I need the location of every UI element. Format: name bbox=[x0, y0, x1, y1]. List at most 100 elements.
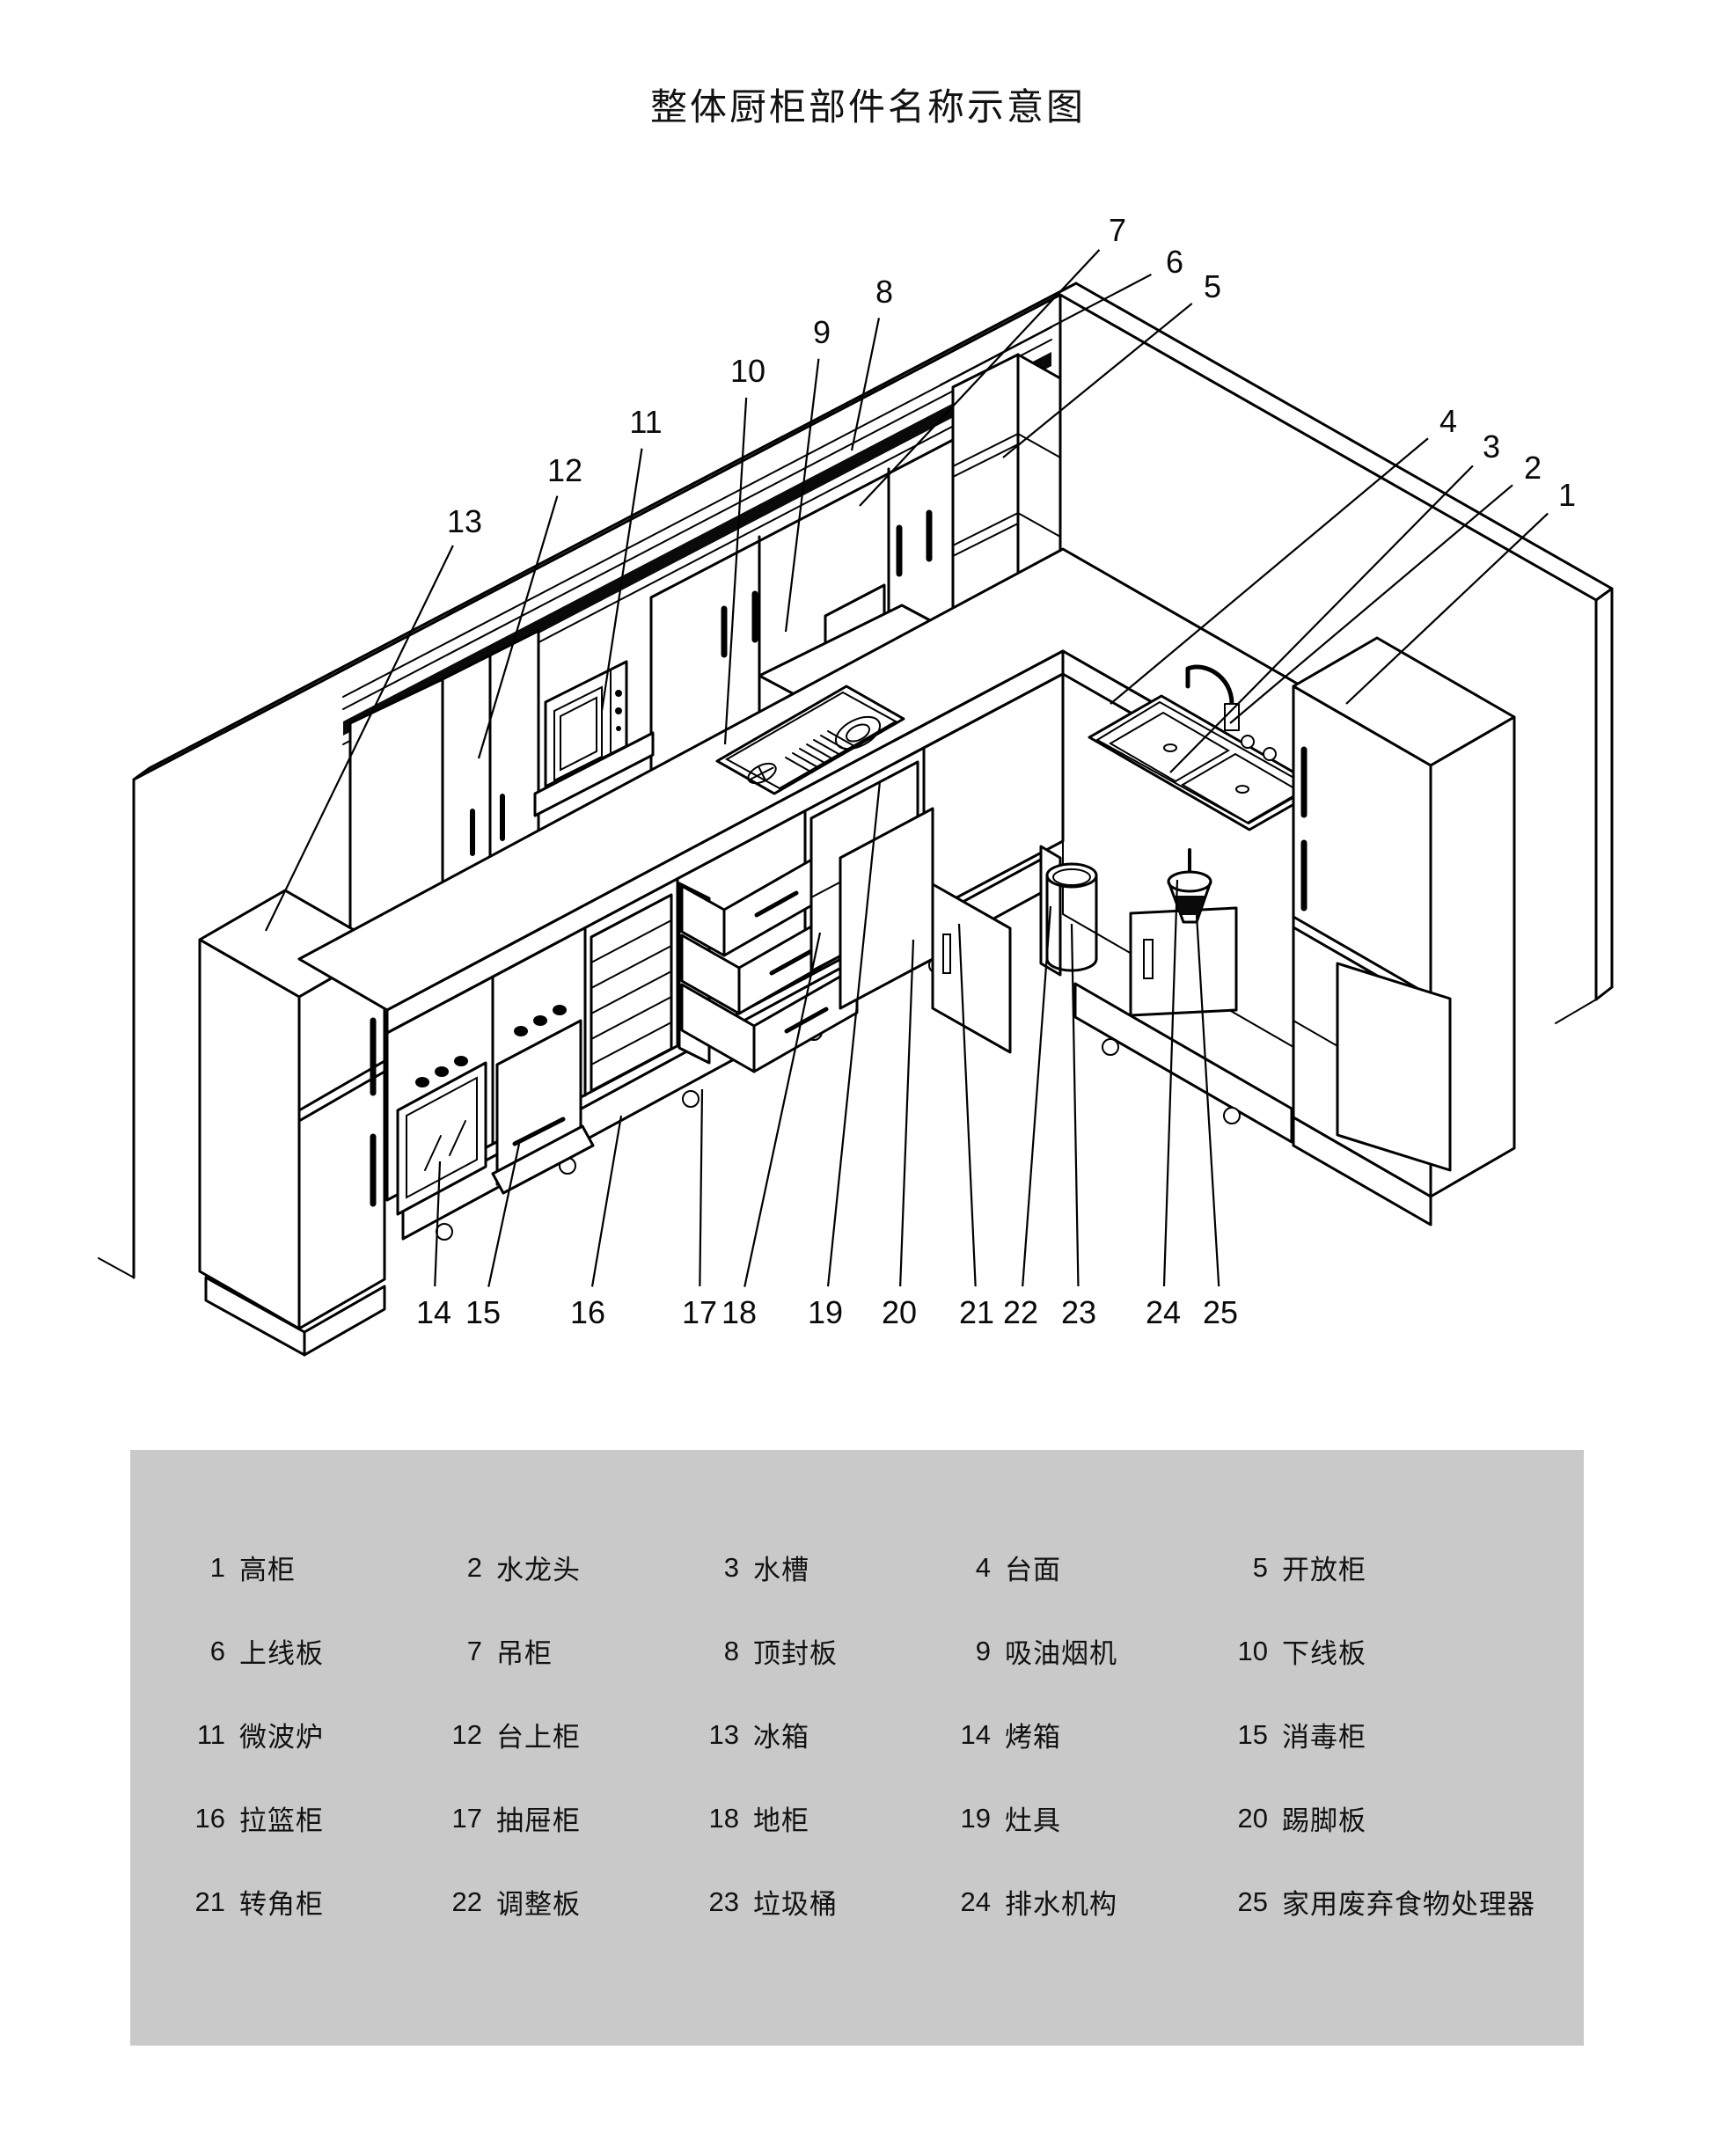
callout-leader-11 bbox=[600, 448, 643, 712]
legend-item-number: 5 bbox=[1252, 1551, 1268, 1583]
legend-item-number: 22 bbox=[451, 1885, 482, 1917]
callout-label-13: 13 bbox=[447, 503, 482, 539]
legend-item-number: 1 bbox=[209, 1551, 225, 1583]
callout-leader-20 bbox=[899, 939, 915, 1287]
legend-item-name: 吊柜 bbox=[496, 1638, 553, 1669]
legend-item: 24 排水机构 bbox=[950, 1860, 1227, 1944]
callout-leader-24 bbox=[1162, 879, 1179, 1287]
callout-leader-23 bbox=[1070, 923, 1080, 1287]
legend-item-number: 13 bbox=[708, 1718, 739, 1750]
callout-label-11: 11 bbox=[629, 404, 662, 440]
callout-leader-18 bbox=[743, 932, 822, 1287]
legend-item-name: 水槽 bbox=[753, 1555, 809, 1585]
callout-label-23: 23 bbox=[1061, 1294, 1096, 1330]
callout-label-6: 6 bbox=[1166, 244, 1183, 280]
callout-leader-25 bbox=[1195, 914, 1220, 1287]
legend-item-number: 7 bbox=[466, 1635, 482, 1666]
legend-item: 21 转角柜 bbox=[185, 1860, 442, 1944]
legend-item: 25 家用废弃食物处理器 bbox=[1227, 1860, 1584, 1944]
callout-leader-9 bbox=[784, 358, 820, 633]
callout-leader-15 bbox=[487, 1143, 521, 1287]
callout-label-20: 20 bbox=[882, 1294, 917, 1330]
callout-leader-19 bbox=[826, 780, 882, 1287]
page-title: 整体厨柜部件名称示意图 bbox=[649, 86, 1086, 128]
legend-item: 7 吊柜 bbox=[442, 1609, 699, 1693]
callout-label-17: 17 bbox=[682, 1294, 717, 1330]
callout-leader-2 bbox=[1229, 484, 1513, 724]
callout-label-15: 15 bbox=[465, 1294, 501, 1330]
legend-item-name: 微波炉 bbox=[239, 1722, 324, 1753]
legend-item-number: 20 bbox=[1237, 1802, 1268, 1834]
legend-item-number: 2 bbox=[466, 1551, 482, 1583]
callout-label-10: 10 bbox=[730, 353, 765, 389]
callout-leader-10 bbox=[723, 397, 748, 745]
callout-leader-21 bbox=[957, 923, 977, 1287]
legend-item: 15 消毒柜 bbox=[1227, 1693, 1584, 1776]
legend-item-number: 4 bbox=[975, 1551, 991, 1583]
legend-item-name: 调整板 bbox=[496, 1889, 581, 1920]
gas-hob bbox=[715, 685, 905, 795]
callout-label-21: 21 bbox=[959, 1294, 994, 1330]
legend-item-name: 排水机构 bbox=[1005, 1889, 1117, 1920]
legend-item-number: 11 bbox=[196, 1718, 225, 1750]
callout-label-16: 16 bbox=[570, 1294, 605, 1330]
callout-label-18: 18 bbox=[722, 1294, 757, 1330]
legend-item: 23 垃圾桶 bbox=[699, 1860, 950, 1944]
legend-item-name: 开放柜 bbox=[1282, 1555, 1366, 1585]
legend-item-name: 冰箱 bbox=[753, 1722, 809, 1753]
legend-item-name: 踢脚板 bbox=[1282, 1805, 1366, 1836]
legend-item: 13 冰箱 bbox=[699, 1693, 950, 1776]
legend-item-number: 24 bbox=[960, 1885, 991, 1917]
legend-item-name: 烤箱 bbox=[1005, 1722, 1061, 1753]
legend-item-name: 顶封板 bbox=[753, 1638, 838, 1669]
legend-item-number: 18 bbox=[708, 1802, 739, 1834]
legend-item-name: 消毒柜 bbox=[1282, 1722, 1366, 1753]
legend-item-number: 17 bbox=[451, 1802, 482, 1834]
sterilizer bbox=[491, 1005, 595, 1195]
legend-item-number: 15 bbox=[1237, 1718, 1268, 1750]
legend-item: 10 下线板 bbox=[1227, 1609, 1584, 1693]
legend-item-number: 16 bbox=[194, 1802, 225, 1834]
legend-item-name: 下线板 bbox=[1282, 1638, 1366, 1669]
legend-item: 1 高柜 bbox=[185, 1526, 442, 1609]
callout-leader-7 bbox=[859, 249, 1101, 507]
legend-item-name: 转角柜 bbox=[239, 1889, 324, 1920]
callout-leader-8 bbox=[850, 318, 881, 451]
legend-item-number: 19 bbox=[960, 1802, 991, 1834]
callout-label-14: 14 bbox=[416, 1294, 451, 1330]
callout-label-3: 3 bbox=[1483, 428, 1500, 465]
legend-item: 22 调整板 bbox=[442, 1860, 699, 1944]
callout-label-9: 9 bbox=[813, 314, 831, 350]
callout-leader-17 bbox=[699, 1088, 704, 1287]
kitchen-diagram: 1234567891011121314151617181920212223242… bbox=[98, 212, 1614, 1357]
callout-label-25: 25 bbox=[1203, 1294, 1238, 1330]
callout-label-24: 24 bbox=[1146, 1294, 1181, 1330]
legend-item-number: 10 bbox=[1237, 1635, 1268, 1666]
callout-label-22: 22 bbox=[1003, 1294, 1038, 1330]
base-cabinet-door bbox=[809, 760, 934, 1010]
legend-item-name: 拉篮柜 bbox=[239, 1805, 324, 1836]
legend-item: 11 微波炉 bbox=[185, 1693, 442, 1776]
legend-item-name: 垃圾桶 bbox=[753, 1889, 838, 1920]
legend-item-name: 上线板 bbox=[239, 1638, 324, 1669]
tall-cabinet bbox=[1292, 636, 1516, 1226]
legend-item-number: 25 bbox=[1237, 1885, 1268, 1917]
legend-item-name: 家用废弃食物处理器 bbox=[1282, 1889, 1535, 1920]
legend-item-name: 台上柜 bbox=[496, 1722, 581, 1753]
legend-item: 20 踢脚板 bbox=[1227, 1776, 1584, 1860]
legend-item-number: 14 bbox=[960, 1718, 991, 1750]
legend-item-number: 21 bbox=[194, 1885, 225, 1917]
callout-leader-3 bbox=[1169, 465, 1474, 773]
legend-item-number: 23 bbox=[708, 1885, 739, 1917]
legend-item-name: 高柜 bbox=[239, 1555, 296, 1585]
faucet bbox=[1185, 664, 1277, 761]
